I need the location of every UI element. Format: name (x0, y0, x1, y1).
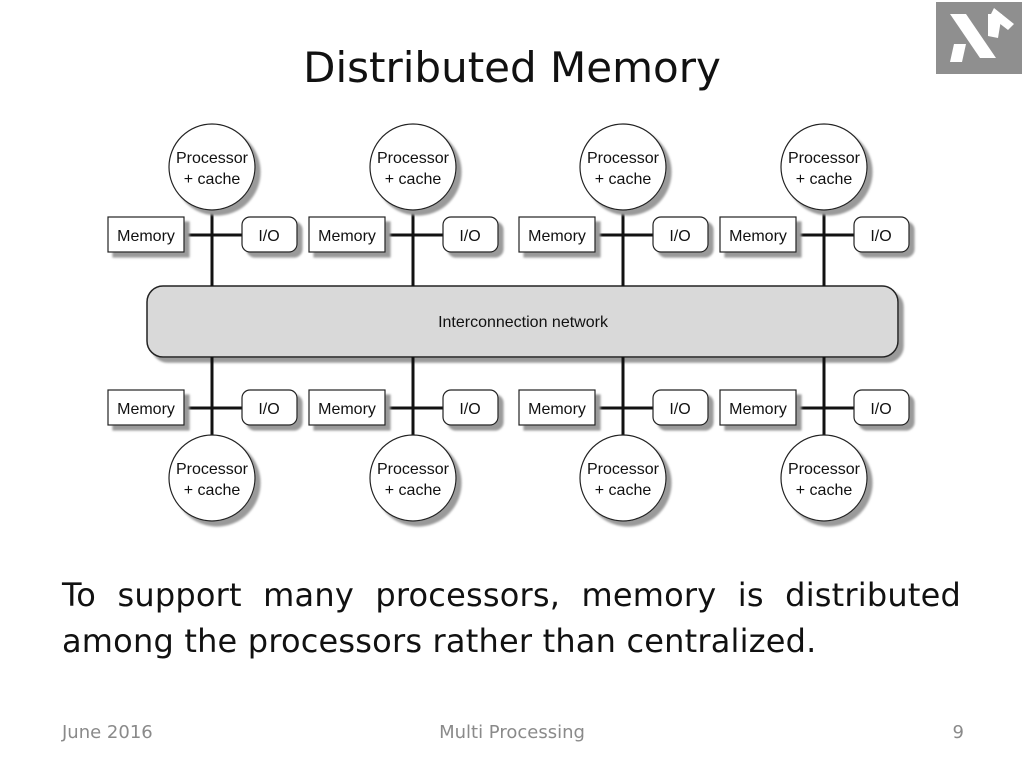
io-box: I/O (652, 389, 709, 426)
processor-label: Processor (587, 150, 660, 167)
memory-label: Memory (528, 228, 586, 245)
processor-label: Processor (788, 461, 861, 478)
io-box: I/O (442, 389, 499, 426)
io-box: I/O (853, 216, 910, 253)
memory-box: Memory (719, 216, 797, 253)
memory-label: Memory (528, 401, 586, 418)
memory-box: Memory (518, 216, 596, 253)
io-box: I/O (241, 216, 298, 253)
node-bottom: Memory I/O Processor + cache (719, 357, 910, 522)
memory-box: Memory (719, 389, 797, 426)
io-label: I/O (258, 401, 279, 418)
io-box: I/O (241, 389, 298, 426)
cache-label: + cache (595, 482, 652, 499)
cache-label: + cache (796, 171, 853, 188)
node-top: Memory I/O Processor + cache (308, 123, 499, 286)
memory-box: Memory (107, 216, 185, 253)
memory-label: Memory (117, 228, 175, 245)
processor-cache-node: Processor + cache (780, 434, 868, 522)
cache-label: + cache (385, 171, 442, 188)
cache-label: + cache (385, 482, 442, 499)
node-bottom: Memory I/O Processor + cache (107, 357, 298, 522)
node-bottom: Memory I/O Processor + cache (308, 357, 499, 522)
processor-label: Processor (377, 461, 450, 478)
footer-date: June 2016 (62, 722, 153, 743)
processor-cache-node: Processor + cache (369, 123, 457, 211)
slide-body-text: To support many processors, memory is di… (62, 576, 961, 660)
processor-cache-node: Processor + cache (579, 123, 667, 211)
node-top: Memory I/O Processor + cache (518, 123, 709, 286)
io-label: I/O (459, 401, 480, 418)
memory-label: Memory (729, 228, 787, 245)
processor-label: Processor (176, 461, 249, 478)
interconnection-network: Interconnection network (146, 285, 899, 358)
io-box: I/O (853, 389, 910, 426)
footer-title: Multi Processing (439, 722, 585, 743)
processor-cache-node: Processor + cache (369, 434, 457, 522)
university-logo-icon (936, 2, 1022, 74)
processor-label: Processor (587, 461, 660, 478)
node-top: Memory I/O Processor + cache (107, 123, 298, 286)
cache-label: + cache (595, 171, 652, 188)
processor-cache-node: Processor + cache (579, 434, 667, 522)
memory-box: Memory (518, 389, 596, 426)
processor-label: Processor (788, 150, 861, 167)
processor-cache-node: Processor + cache (780, 123, 868, 211)
node-bottom: Memory I/O Processor + cache (518, 357, 709, 522)
memory-label: Memory (318, 401, 376, 418)
memory-label: Memory (318, 228, 376, 245)
memory-box: Memory (107, 389, 185, 426)
memory-label: Memory (117, 401, 175, 418)
cache-label: + cache (184, 482, 241, 499)
cache-label: + cache (796, 482, 853, 499)
network-label: Interconnection network (438, 314, 609, 331)
io-label: I/O (258, 228, 279, 245)
io-box: I/O (442, 216, 499, 253)
slide-title: Distributed Memory (303, 43, 721, 92)
io-label: I/O (669, 228, 690, 245)
io-label: I/O (669, 401, 690, 418)
memory-box: Memory (308, 216, 386, 253)
processor-cache-node: Processor + cache (168, 123, 256, 211)
footer-page-number: 9 (952, 722, 964, 743)
processor-label: Processor (176, 150, 249, 167)
node-top: Memory I/O Processor + cache (719, 123, 910, 286)
io-box: I/O (652, 216, 709, 253)
io-label: I/O (870, 228, 891, 245)
processor-label: Processor (377, 150, 450, 167)
processor-cache-node: Processor + cache (168, 434, 256, 522)
memory-box: Memory (308, 389, 386, 426)
cache-label: + cache (184, 171, 241, 188)
io-label: I/O (870, 401, 891, 418)
io-label: I/O (459, 228, 480, 245)
memory-label: Memory (729, 401, 787, 418)
